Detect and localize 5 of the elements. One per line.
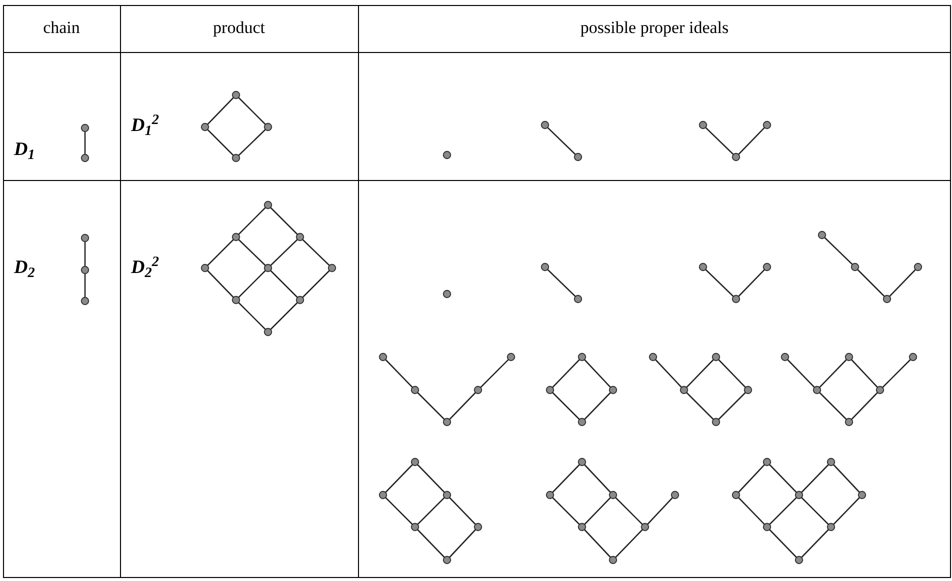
lattice-name: D$_{2}$ bbox=[14, 257, 35, 278]
column-header: possible proper ideals bbox=[580, 18, 729, 37]
lattice-name: D$_{1}$ bbox=[14, 139, 35, 160]
column-header: chain bbox=[43, 18, 80, 37]
column-header: product bbox=[213, 18, 265, 37]
